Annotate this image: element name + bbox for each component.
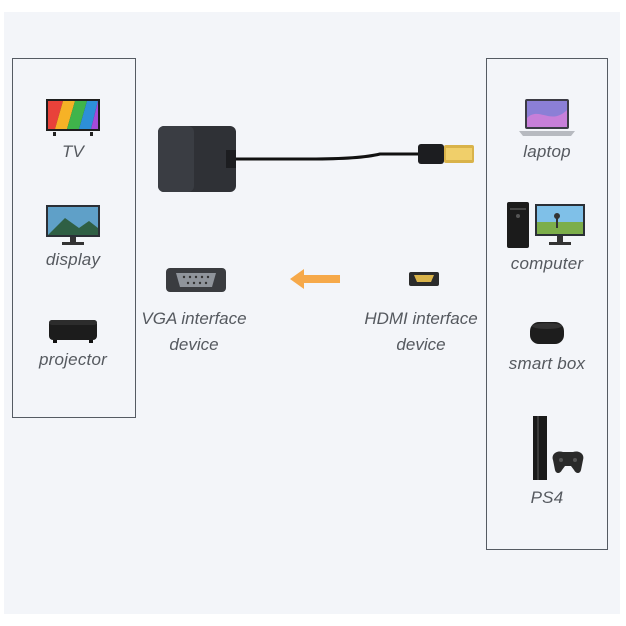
laptop-label: laptop xyxy=(523,142,571,161)
hdmi-to-vga-adapter xyxy=(158,126,474,192)
projector-label: projector xyxy=(39,350,107,369)
hdmi-caption-line1: HDMI interface xyxy=(364,309,478,328)
ps4-icon xyxy=(533,416,584,480)
laptop-icon xyxy=(519,99,575,136)
vga-caption-line1: VGA interface xyxy=(141,309,247,328)
tv-label: TV xyxy=(61,142,85,161)
hdmi-port-icon xyxy=(409,272,439,286)
device-smart-box: smart box xyxy=(486,316,608,374)
hdmi-caption-line2: device xyxy=(396,335,446,354)
display-label: display xyxy=(45,250,101,269)
tv-icon xyxy=(46,99,100,136)
device-laptop: laptop xyxy=(486,98,608,162)
vga-port-icon xyxy=(166,268,226,292)
ps4-label: PS4 xyxy=(530,488,564,507)
device-ps4: PS4 xyxy=(486,414,608,508)
monitor-icon xyxy=(46,205,100,245)
device-projector: projector xyxy=(12,316,134,370)
vga-caption-line2: device xyxy=(169,335,219,354)
left-arrow-icon xyxy=(290,269,340,289)
computer-icon xyxy=(507,202,585,248)
computer-label: computer xyxy=(510,254,584,273)
hdmi-caption: HDMI interface device xyxy=(354,306,488,358)
vga-caption: VGA interface device xyxy=(128,306,260,358)
smart-box-label: smart box xyxy=(508,354,586,373)
smart-box-icon xyxy=(530,322,564,344)
device-tv: TV xyxy=(12,98,134,162)
projector-icon xyxy=(49,320,97,343)
device-computer: computer xyxy=(486,200,608,274)
device-display: display xyxy=(12,204,134,270)
